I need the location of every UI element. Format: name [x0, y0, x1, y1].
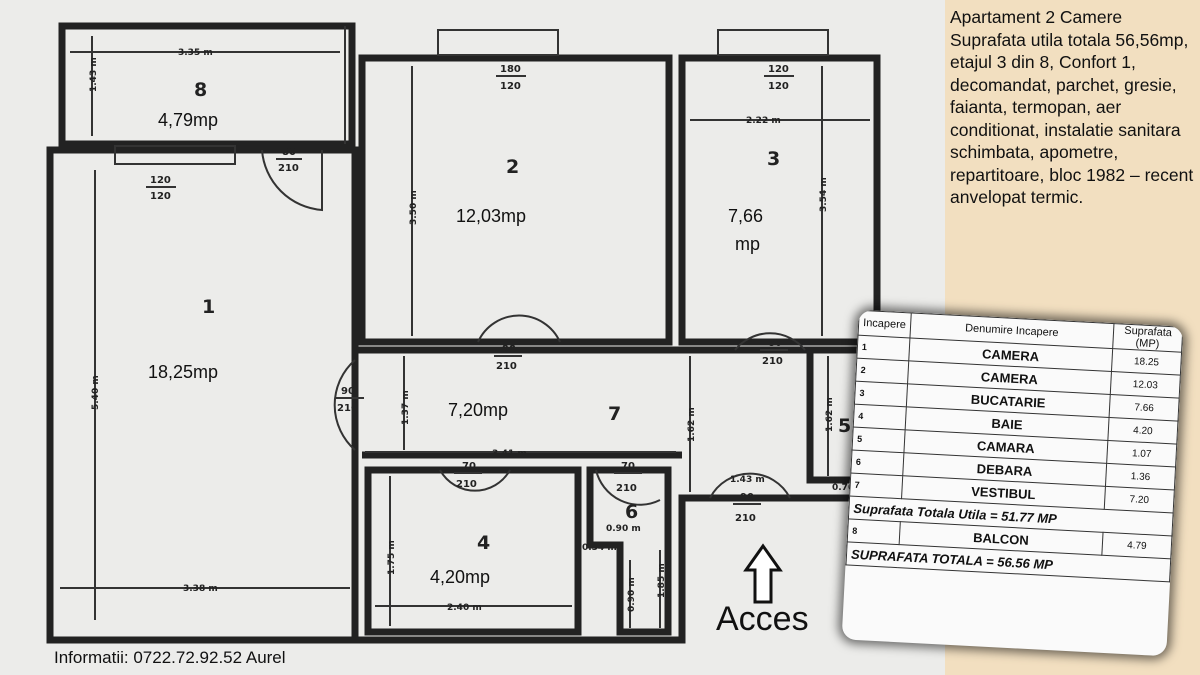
dim-3-38: 3.38 m — [183, 584, 218, 594]
room-number-7: 7 — [608, 403, 621, 425]
room-number-2: 2 — [506, 156, 519, 178]
svg-text:120: 120 — [150, 175, 171, 186]
room-area-4: 4,20mp — [430, 567, 490, 587]
dim-5-40: 5.40 m — [91, 375, 101, 410]
entrance-arrow-icon — [743, 543, 783, 604]
dim-2-40: 2.40 m — [447, 603, 482, 613]
dim-1-85: 1.85 m — [657, 563, 667, 598]
fraction-door-2: 90 210 — [494, 344, 522, 372]
dim-1-62-a: 1.62 m — [687, 407, 697, 442]
fraction-door-6: 70 210 — [614, 461, 642, 494]
dim-3-50: 3.50 m — [409, 190, 419, 225]
svg-text:70: 70 — [462, 461, 476, 472]
dim-1-43: 1.43 m — [89, 57, 99, 92]
svg-text:210: 210 — [735, 513, 756, 524]
svg-text:120: 120 — [768, 81, 789, 92]
floor-plan: 3.35 m 1.43 m 5.40 m 3.38 m 3.50 m 2.22 … — [0, 0, 945, 675]
svg-text:210: 210 — [456, 479, 477, 490]
svg-text:90: 90 — [341, 386, 355, 397]
svg-text:210: 210 — [762, 356, 783, 367]
room-number-3: 3 — [767, 148, 780, 170]
svg-text:210: 210 — [278, 163, 299, 174]
svg-text:90: 90 — [502, 344, 516, 355]
svg-text:120: 120 — [150, 191, 171, 202]
area-table: Incapere Denumire Incapere Suprafata (MP… — [841, 309, 1184, 657]
room-area-3-line1: 7,66 — [728, 206, 763, 226]
svg-text:120: 120 — [768, 64, 789, 75]
room-area-8: 4,79mp — [158, 110, 218, 130]
acces-label: Acces — [716, 600, 809, 638]
dim-0-90-a: 0.90 m — [606, 524, 641, 534]
dim-1-37: 1.37 m — [401, 390, 411, 425]
room-area-2: 12,03mp — [456, 206, 526, 226]
contact-info: Informatii: 0722.72.92.52 Aurel — [54, 648, 286, 667]
dim-1-75: 1.75 m — [387, 540, 397, 575]
room-number-8: 8 — [194, 79, 207, 101]
room-number-4: 4 — [477, 532, 490, 554]
dim-3-35: 3.35 m — [178, 48, 213, 58]
fraction-door-4: 70 210 — [454, 461, 482, 490]
room-number-6: 6 — [625, 501, 638, 523]
svg-text:180: 180 — [500, 64, 521, 75]
dim-0-34: 0.34 m — [582, 543, 617, 553]
svg-text:80: 80 — [282, 147, 296, 158]
room-numbers: 1 2 3 4 5 6 7 8 — [194, 79, 851, 554]
fraction-window-3: 120 120 — [764, 64, 794, 92]
svg-text:70: 70 — [621, 461, 635, 472]
dimension-lines — [60, 36, 870, 628]
apartment-description: Apartament 2 Camere Suprafata utila tota… — [950, 7, 1194, 207]
fraction-door-3: 80 210 — [760, 338, 788, 367]
header-area: Suprafata (MP) — [1112, 323, 1183, 353]
dim-3-41: 3.41 m — [492, 449, 527, 459]
fraction-window-2: 180 120 — [496, 64, 526, 92]
walls — [46, 22, 884, 644]
dim-2-22: 2.22 m — [746, 116, 781, 126]
dim-3-54: 3.54 m — [819, 177, 829, 212]
svg-text:90: 90 — [740, 492, 754, 503]
dim-1-62-b: 1.62 m — [825, 397, 835, 432]
room-number-5: 5 — [838, 415, 851, 437]
header-nr: Incapere — [858, 310, 912, 338]
door-arcs — [261, 149, 806, 506]
dim-0-90-b: 0.90 m — [627, 577, 637, 612]
room-number-1: 1 — [202, 296, 215, 318]
dim-1-43-b: 1.43 m — [730, 475, 765, 485]
svg-text:120: 120 — [500, 81, 521, 92]
room-area-1: 18,25mp — [148, 362, 218, 382]
fraction-door-1: 90 210 — [336, 386, 364, 414]
room-area-7: 7,20mp — [448, 400, 508, 420]
svg-text:210: 210 — [616, 483, 637, 494]
svg-text:80: 80 — [768, 338, 782, 349]
svg-text:210: 210 — [496, 361, 517, 372]
fraction-door-entrance: 90 210 — [733, 492, 761, 524]
room-area-3-line2: mp — [735, 234, 760, 254]
room-areas: 18,25mp 12,03mp 7,66 mp 4,20mp 7,20mp 4,… — [148, 110, 763, 587]
svg-text:210: 210 — [337, 403, 358, 414]
